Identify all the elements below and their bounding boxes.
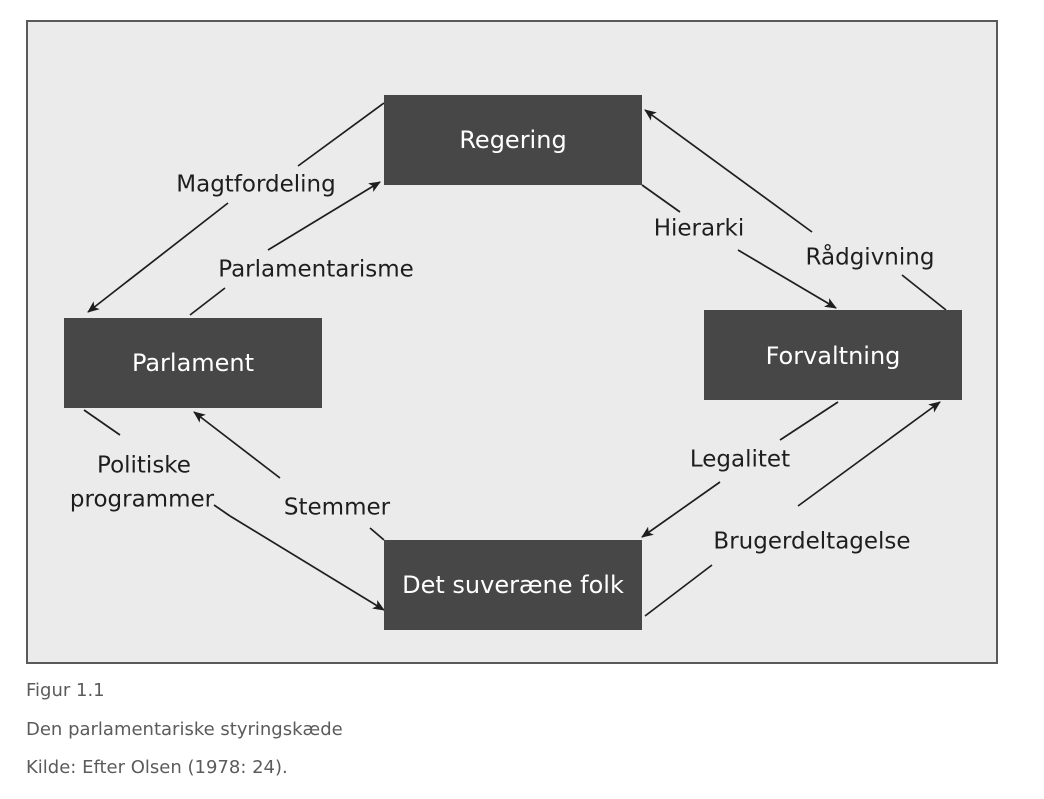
edge-label-stemmer: Stemmer xyxy=(284,495,391,521)
edge-legalitet xyxy=(641,401,839,538)
edge-brugerdeltagelse xyxy=(644,401,941,617)
edge-label-magtfordeling: Magtfordeling xyxy=(176,172,335,198)
node-folk-label: Det suveræne folk xyxy=(402,571,624,599)
edge-label-legalitet: Legalitet xyxy=(690,447,790,473)
node-regering: Regering xyxy=(384,95,642,185)
edge-hierarki xyxy=(641,184,837,309)
edge-label-politiske-line2: programmer xyxy=(70,487,215,513)
edge-parlamentarisme xyxy=(189,181,381,316)
edge-stemmer xyxy=(193,411,385,541)
edge-label-hierarki: Hierarki xyxy=(654,216,745,242)
edge-label-raadgivning: Rådgivning xyxy=(806,243,935,271)
edge-magtfordeling xyxy=(87,102,385,313)
figure-number: Figur 1.1 xyxy=(26,680,105,701)
edge-politiske-programmer xyxy=(83,409,385,611)
node-parlament-label: Parlament xyxy=(132,349,254,377)
node-forvaltning: Forvaltning xyxy=(704,310,962,400)
edge-raadgivning xyxy=(644,109,947,311)
figure-source: Kilde: Efter Olsen (1978: 24). xyxy=(26,757,288,778)
node-regering-label: Regering xyxy=(459,126,566,154)
node-parlament: Parlament xyxy=(64,318,322,408)
edge-label-politiske-line1: Politiske xyxy=(97,453,191,479)
node-folk: Det suveræne folk xyxy=(384,540,642,630)
node-forvaltning-label: Forvaltning xyxy=(766,342,901,370)
edge-label-parlamentarisme: Parlamentarisme xyxy=(218,257,414,283)
edge-label-brugerdeltagelse: Brugerdeltagelse xyxy=(713,529,910,555)
figure-title: Den parlamentariske styringskæde xyxy=(26,719,343,740)
